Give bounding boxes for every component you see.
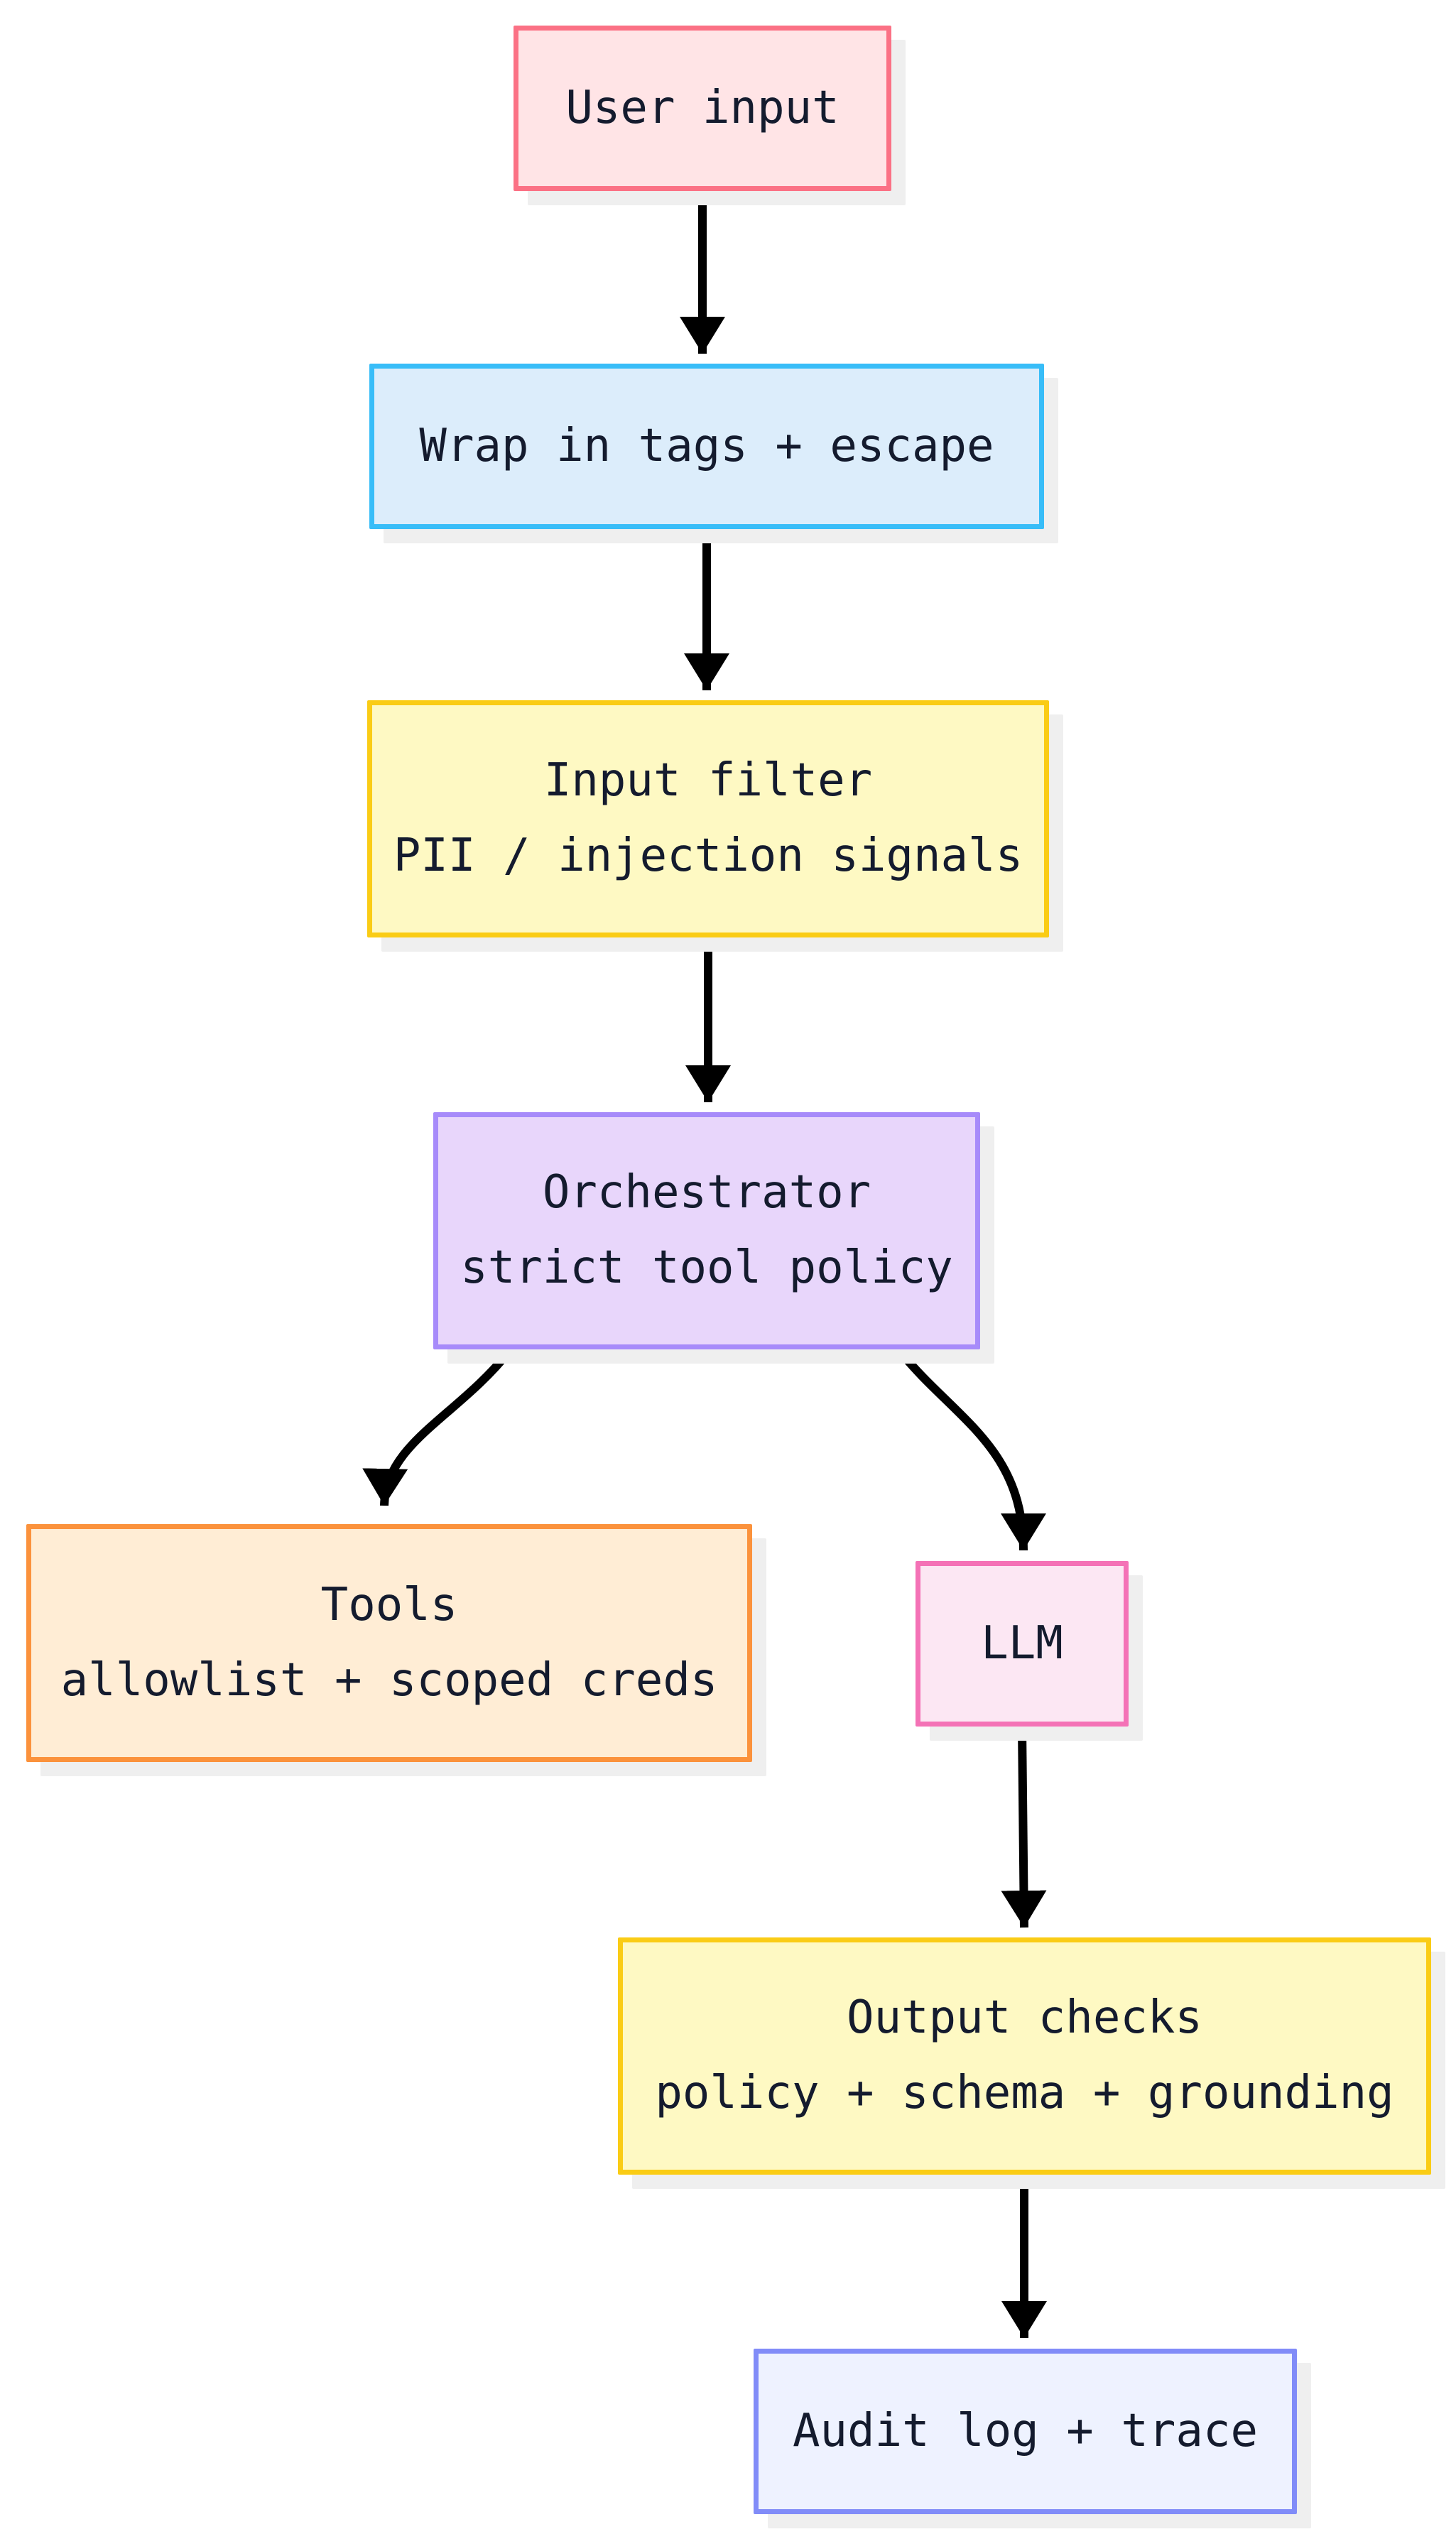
node-tools: Tools allowlist + scoped creds bbox=[26, 1524, 752, 1762]
node-label: Tools bbox=[320, 1578, 458, 1631]
node-label: allowlist + scoped creds bbox=[60, 1653, 718, 1707]
edge-llm-to-output-checks-arrow bbox=[1001, 1726, 1047, 1928]
node-orchestrator: Orchestrator strict tool policy bbox=[433, 1112, 980, 1349]
node-label: Output checks bbox=[847, 1991, 1202, 2045]
node-label: User input bbox=[565, 81, 840, 134]
node-user-input: User input bbox=[514, 26, 891, 191]
node-label: Input filter bbox=[543, 754, 873, 808]
node-label: Audit log + trace bbox=[792, 2404, 1259, 2457]
edge-orchestrator-to-llm-arrow bbox=[895, 1347, 1046, 1551]
node-audit-log: Audit log + trace bbox=[754, 2349, 1297, 2514]
node-input-filter: Input filter PII / injection signals bbox=[367, 700, 1049, 937]
node-label: Wrap in tags + escape bbox=[419, 419, 994, 472]
node-output-checks: Output checks policy + schema + groundin… bbox=[618, 1937, 1431, 2175]
node-label: policy + schema + grounding bbox=[655, 2067, 1394, 2119]
node-label: strict tool policy bbox=[460, 1241, 953, 1294]
node-label: PII / injection signals bbox=[393, 830, 1023, 882]
node-label: LLM bbox=[981, 1616, 1063, 1670]
node-wrap-escape: Wrap in tags + escape bbox=[369, 364, 1044, 529]
node-llm: LLM bbox=[916, 1561, 1129, 1727]
edge-orchestrator-to-tools-arrow bbox=[362, 1347, 514, 1506]
node-label: Orchestrator bbox=[542, 1166, 871, 1219]
